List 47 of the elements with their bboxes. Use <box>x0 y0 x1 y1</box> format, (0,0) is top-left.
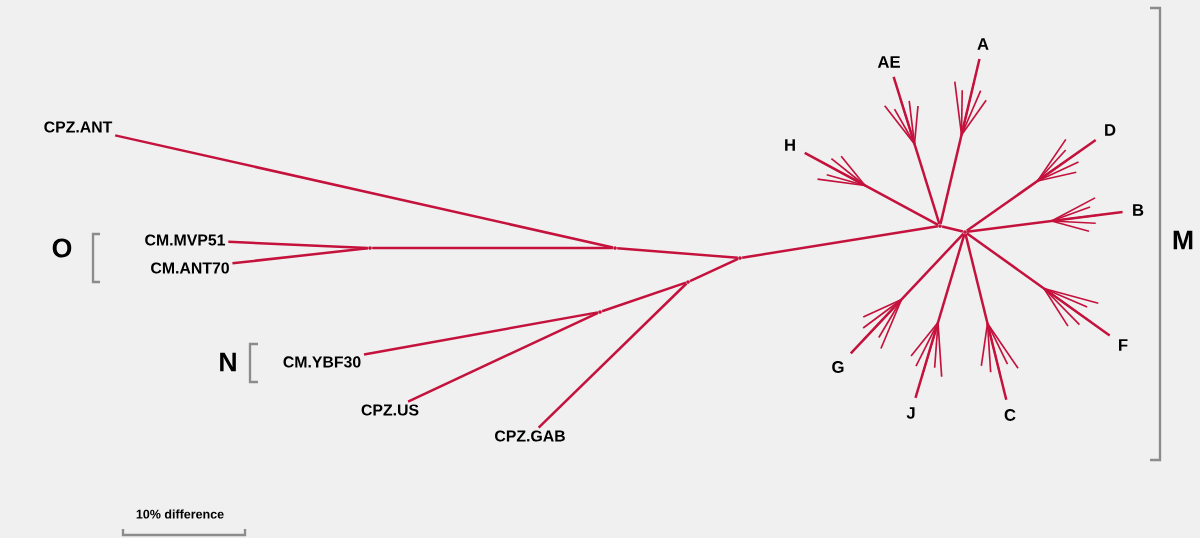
group-label: N <box>220 352 236 372</box>
branch-line <box>372 246 613 250</box>
branch-line <box>941 225 964 233</box>
branch-line <box>537 282 688 429</box>
branch-line <box>804 151 939 227</box>
subtype-label: J <box>906 407 915 419</box>
branch-line <box>114 134 614 249</box>
branch-line <box>407 311 599 403</box>
branch-line <box>617 246 738 260</box>
branch-line <box>363 311 599 356</box>
branch-line <box>966 139 1097 232</box>
branch-node <box>613 246 617 250</box>
branch-line <box>689 257 739 283</box>
branch-line <box>939 58 981 225</box>
taxon-label: CPZ.ANT <box>44 121 113 133</box>
subtype-label: F <box>1119 339 1128 351</box>
branch-line <box>966 232 1111 337</box>
subtype-label: A <box>977 38 989 50</box>
taxon-label: CPZ.US <box>361 404 419 416</box>
subtype-label: C <box>1004 409 1016 421</box>
branch-line <box>601 281 687 313</box>
branch-line <box>964 233 1008 401</box>
branch-node <box>738 256 742 260</box>
branch-line <box>232 246 368 265</box>
branch-line <box>914 233 966 399</box>
subtype-label: AE <box>877 56 900 68</box>
branch-line <box>741 225 939 259</box>
branch-node <box>368 246 372 250</box>
scale-label: 10% difference <box>136 509 224 519</box>
branch-line <box>228 240 368 250</box>
branch-line <box>967 210 1123 233</box>
subtype-label: D <box>1105 124 1116 136</box>
branch-line <box>892 76 941 225</box>
group-label: M <box>1173 230 1193 250</box>
taxon-label: CM.MVP51 <box>145 234 226 246</box>
group-label: O <box>52 238 72 258</box>
branch-node <box>963 230 967 234</box>
taxon-label: CPZ.GAB <box>495 430 565 442</box>
taxon-label: CM.YBF30 <box>283 356 361 368</box>
taxon-label: CM.ANT70 <box>151 262 229 274</box>
subtype-label: B <box>1133 204 1144 216</box>
branch-node <box>686 280 690 284</box>
branch-node <box>938 224 942 228</box>
branch-node <box>598 310 602 314</box>
branch-line <box>849 232 965 355</box>
subtype-label: G <box>832 361 844 373</box>
subtype-label: H <box>785 139 795 151</box>
